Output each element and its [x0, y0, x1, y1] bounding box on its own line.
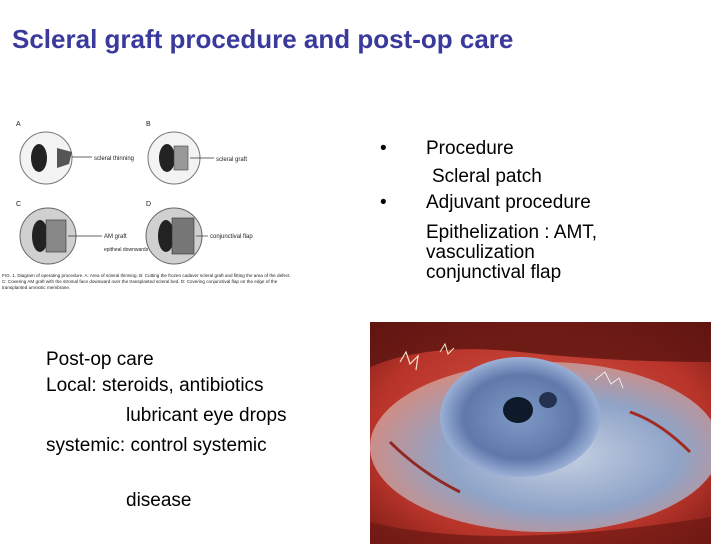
text-vasculization: vasculization [426, 242, 535, 263]
postop-systemic: systemic: control systemic [46, 435, 267, 456]
panel-a: A scleral thinning [16, 121, 134, 185]
panel-b: B scleral graft [146, 121, 247, 185]
label-scleral-graft: scleral graft [216, 157, 247, 163]
diagram-caption: FIG. 1. Diagram of operating procedure. … [2, 273, 291, 290]
panel-d-label: D [146, 201, 151, 208]
panel-c: C AM graft epitheal downwards [16, 201, 149, 265]
surgical-diagram: A scleral thinning B scleral graft C AM … [2, 112, 292, 302]
postop-lubricant: lubricant eye drops [126, 405, 287, 426]
bullet-2-glyph: • [380, 192, 387, 213]
label-am-graft: AM graft [104, 234, 127, 240]
label-epithelium: epitheal downwards [104, 247, 149, 253]
panel-b-label: B [146, 121, 151, 128]
postop-local: Local: steroids, antibiotics [46, 375, 264, 396]
text-scleral-patch: Scleral patch [432, 166, 542, 187]
label-scleral-thinning: scleral thinning [94, 156, 134, 162]
bullet-procedure: Procedure [426, 138, 514, 159]
text-epithelization: Epithelization : AMT, [426, 222, 598, 243]
slide-title: Scleral graft procedure and post-op care [12, 24, 514, 54]
postop-heading: Post-op care [46, 349, 154, 370]
panel-d: D conjunctival flap [145, 201, 253, 265]
bullet-adjuvant: Adjuvant procedure [426, 192, 591, 213]
panel-a-label: A [16, 121, 21, 128]
postop-disease: disease [126, 490, 192, 511]
text-conjunctival-flap: conjunctival flap [426, 262, 562, 283]
label-conjunctival-flap: conjunctival flap [210, 234, 253, 240]
panel-c-label: C [16, 201, 21, 208]
bullet-1-glyph: • [380, 138, 387, 159]
eye-photo [370, 322, 711, 544]
